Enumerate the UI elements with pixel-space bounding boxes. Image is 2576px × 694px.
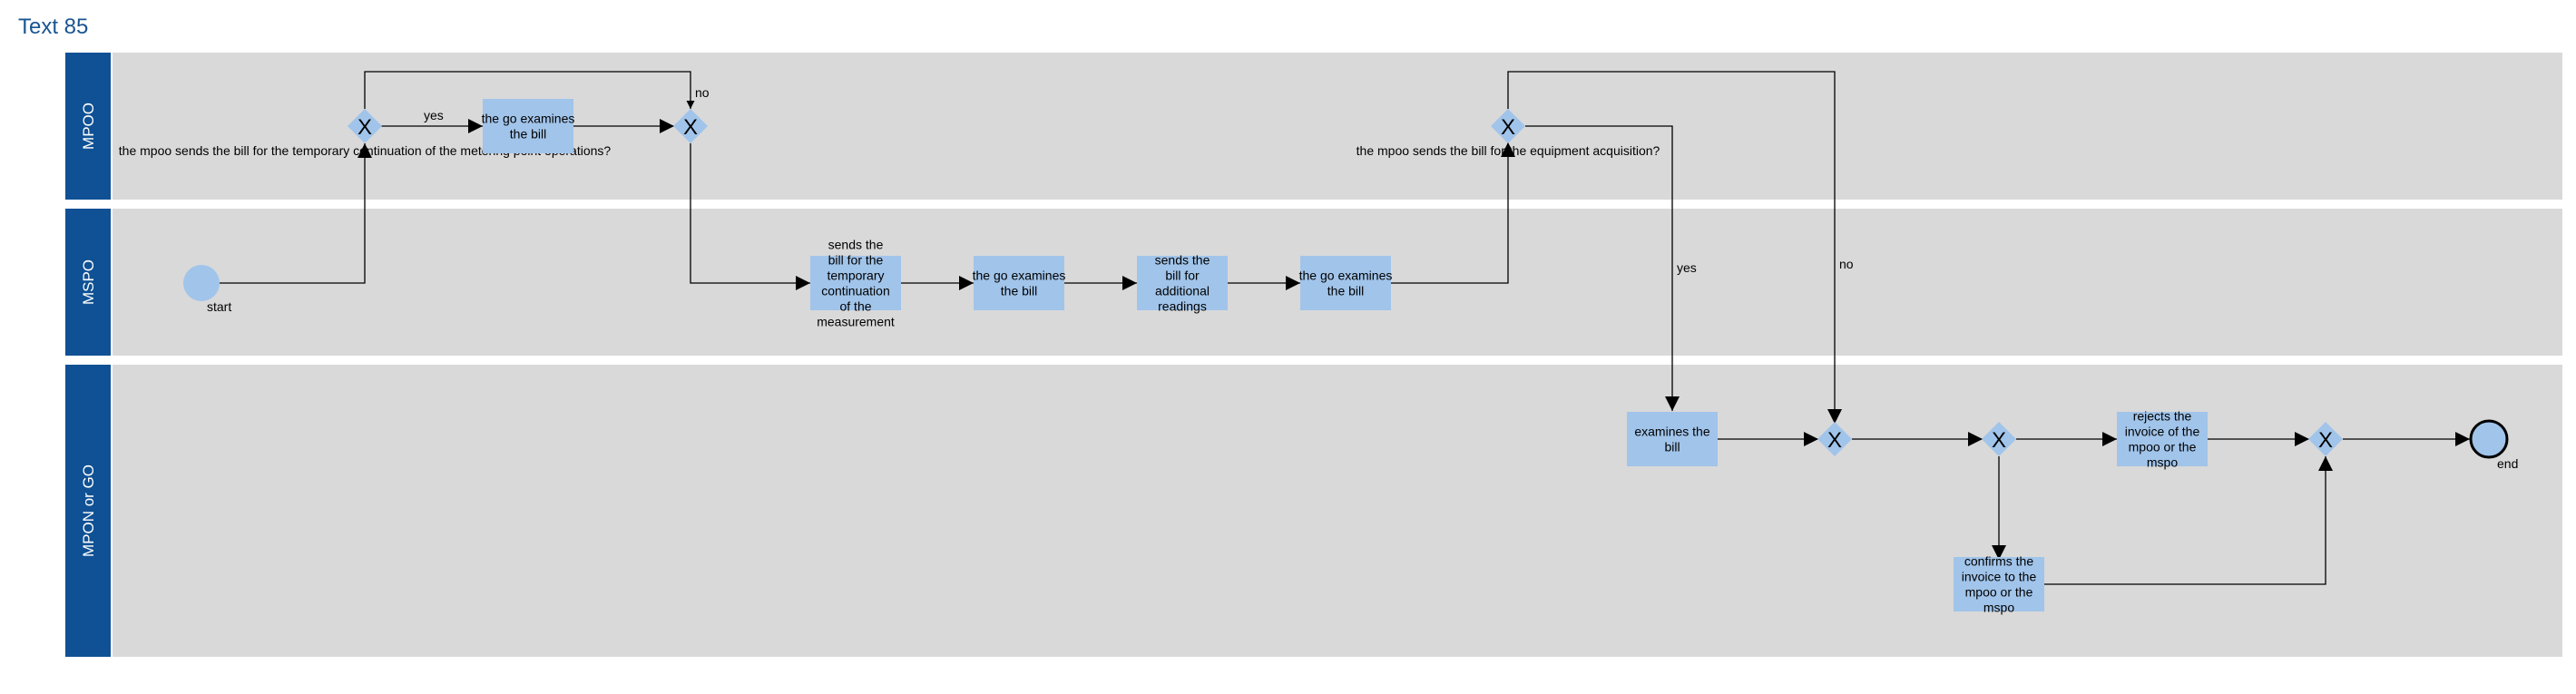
gateway-diamond <box>1491 109 1525 143</box>
end-event-label: end <box>2497 456 2518 471</box>
task-box <box>483 99 573 153</box>
lane-label-mspo: MSPO <box>80 259 97 305</box>
gateway-2[interactable]: X <box>673 109 708 143</box>
edges <box>220 71 2470 585</box>
gateway-marker: X <box>358 115 372 140</box>
gateway-marker: X <box>1827 428 1842 453</box>
lane-header-mpoo <box>65 53 111 200</box>
edge-g2-to-t2 <box>690 143 810 290</box>
gateway-marker: X <box>2318 428 2333 453</box>
task-box <box>1300 256 1391 310</box>
task-box <box>810 256 901 310</box>
lane-label-mpon-or-go: MPON or GO <box>80 464 97 557</box>
gateway-diamond <box>1982 422 2016 456</box>
gateway-diamond <box>673 109 708 143</box>
start-event-circle <box>183 265 220 301</box>
gateway-5[interactable]: X <box>1982 422 2016 456</box>
gateway-6[interactable]: X <box>2308 422 2343 456</box>
task-box <box>1627 412 1718 466</box>
edge-start-to-g1 <box>220 143 372 284</box>
gateway-diamond <box>1817 422 1852 456</box>
edge-label-g3-yes: yes <box>1677 260 1697 275</box>
task-box <box>2117 412 2208 466</box>
edge-t8-to-g6 <box>2044 456 2333 585</box>
edge-label-g1-no: no <box>695 85 710 100</box>
start-event-label: start <box>207 299 231 314</box>
lane-mspo: MSPO <box>65 209 2562 356</box>
gateway-marker: X <box>1992 428 2006 453</box>
diagram-title: Text 85 <box>18 15 89 39</box>
end-event-circle <box>2469 419 2509 459</box>
edge-t5-to-g3 <box>1391 142 1515 284</box>
gateway-diamond <box>2308 422 2343 456</box>
lane-header-mpon-or-go <box>65 365 111 657</box>
gateway-1[interactable]: X <box>348 109 382 143</box>
edge-label-g1-yes: yes <box>424 108 444 122</box>
gateway-marker: X <box>1501 115 1515 140</box>
gateway-marker: X <box>683 115 698 140</box>
lane-header-mspo <box>65 209 111 356</box>
edge-g1-no <box>364 71 695 109</box>
lane-label-mpoo: MPOO <box>80 103 97 150</box>
start-event[interactable]: start <box>183 265 231 314</box>
gateway-diamond <box>348 109 382 143</box>
task-box <box>1137 256 1228 310</box>
task-box <box>974 256 1064 310</box>
edge-label-g3-no: no <box>1839 257 1854 271</box>
end-event[interactable]: end <box>2469 419 2518 471</box>
task-box <box>1954 557 2044 611</box>
gateway-3-question: the mpoo sends the bill for the equipmen… <box>1357 143 1660 158</box>
lane-body-mpon-or-go <box>113 365 2562 657</box>
edge-g3-no <box>1507 71 1842 424</box>
gateway-3[interactable]: X <box>1491 109 1525 143</box>
edge-g3-yes <box>1525 125 1680 411</box>
gateway-4[interactable]: X <box>1817 422 1852 456</box>
